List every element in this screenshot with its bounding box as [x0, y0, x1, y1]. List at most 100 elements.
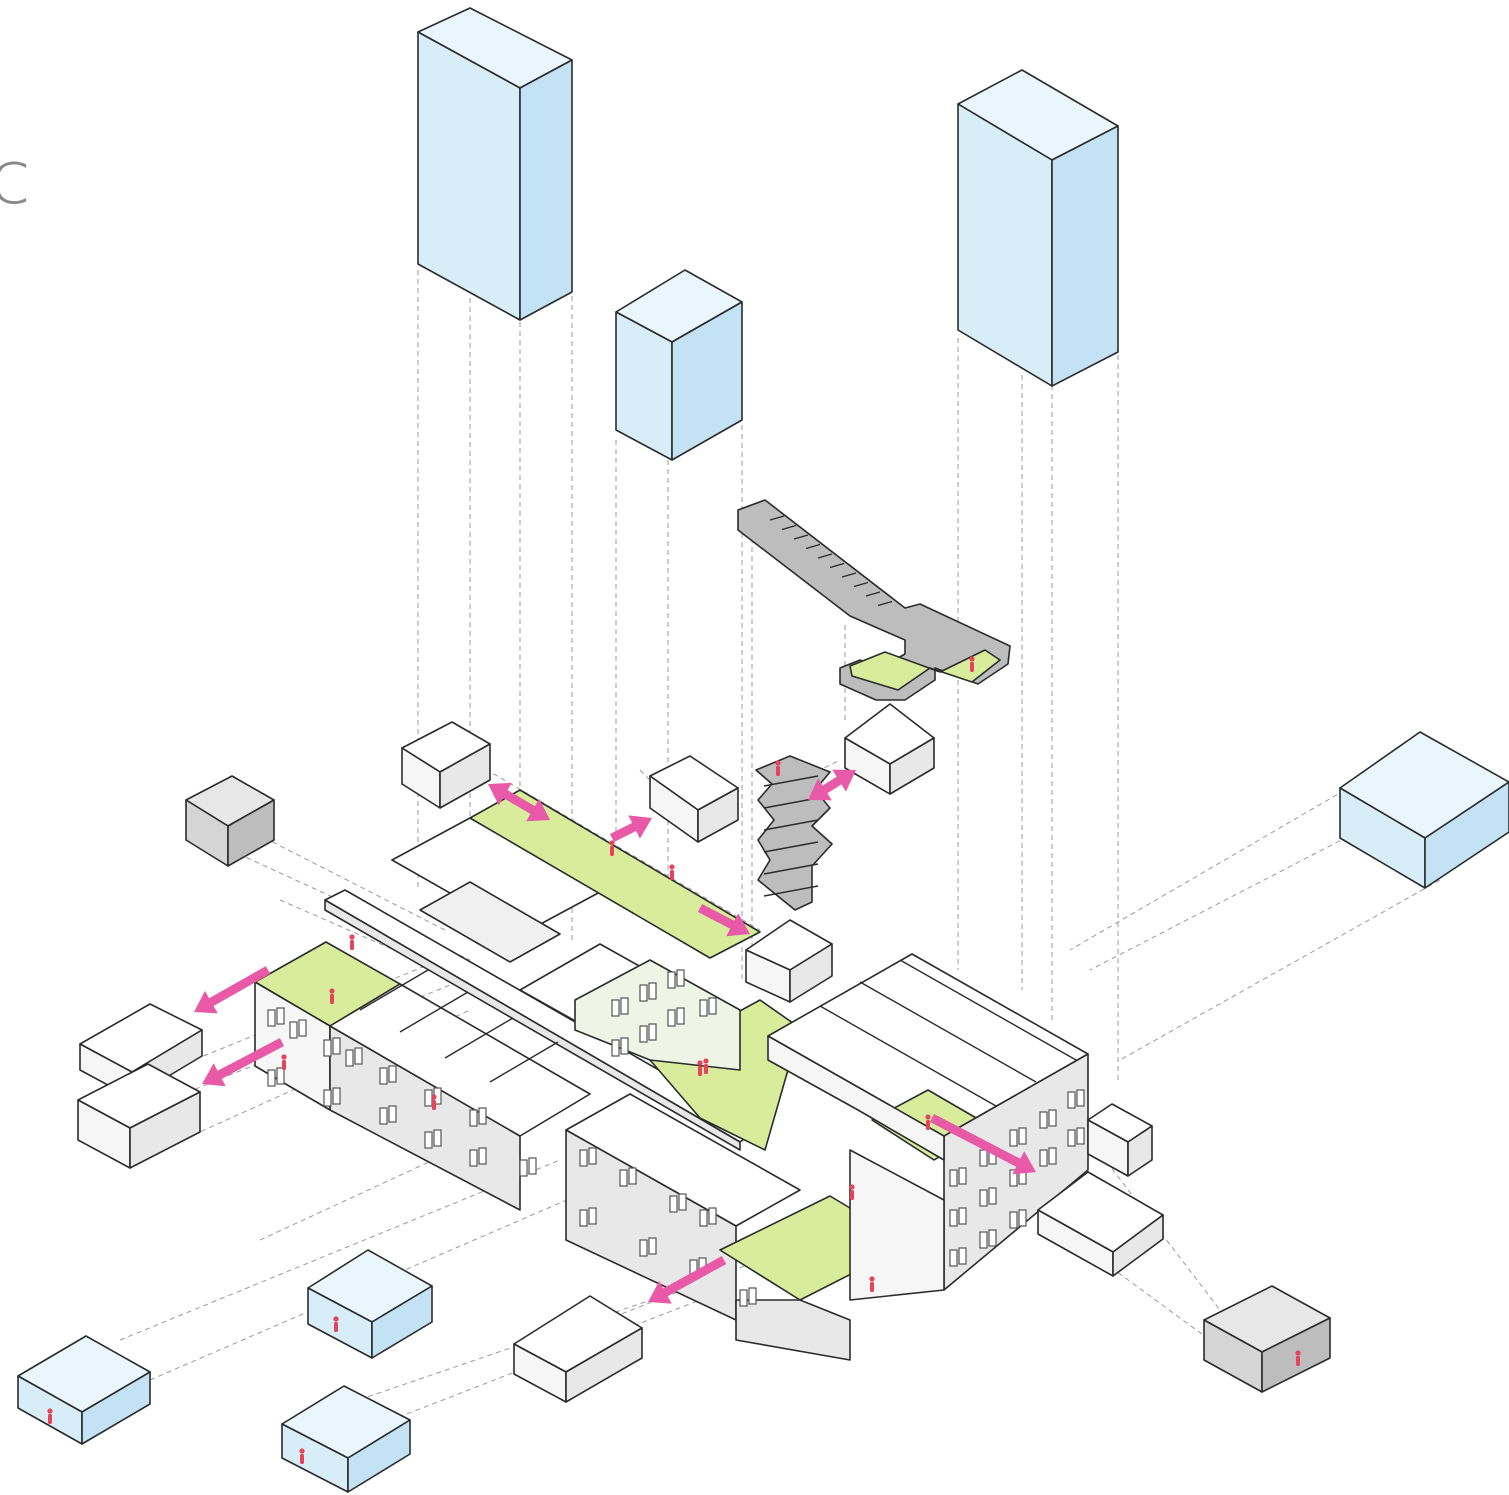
window-pane	[520, 1160, 527, 1176]
window-pane	[324, 1090, 331, 1106]
person-head	[1295, 1350, 1300, 1355]
window-pane	[1040, 1112, 1047, 1128]
window-pane	[1049, 1110, 1056, 1126]
person-head	[925, 1114, 930, 1119]
person-head	[299, 1448, 304, 1453]
window-pane	[649, 1024, 656, 1040]
window-pane	[959, 1248, 966, 1264]
window-pane	[1077, 1090, 1084, 1106]
glass-module-south-upper	[308, 1250, 432, 1358]
window-pane	[277, 1008, 284, 1024]
window-pane	[700, 1000, 707, 1016]
person-body	[432, 1100, 436, 1110]
window-pane	[959, 1168, 966, 1184]
person-head	[349, 934, 354, 939]
window-pane	[629, 1168, 636, 1184]
tower-left	[418, 8, 572, 320]
window-pane	[355, 1048, 362, 1064]
module-block-south	[514, 1296, 642, 1402]
person-figure	[669, 864, 674, 880]
window-pane	[640, 1240, 647, 1256]
window-pane	[268, 1070, 275, 1086]
window-pane	[670, 1196, 677, 1212]
window-pane	[980, 1232, 987, 1248]
grey-module-left	[186, 776, 274, 866]
window-pane	[470, 1150, 477, 1166]
person-body	[282, 1060, 286, 1070]
person-head	[281, 1054, 286, 1059]
window-pane	[640, 985, 647, 1001]
ground-projection-line	[1090, 820, 1380, 970]
person-figure	[281, 1054, 286, 1070]
module-block-top-left	[402, 722, 490, 808]
window-pane	[980, 1190, 987, 1206]
window-pane	[333, 1038, 340, 1054]
window-pane	[479, 1108, 486, 1124]
person-head	[431, 1094, 436, 1099]
person-figure	[47, 1408, 52, 1424]
window-pane	[580, 1150, 587, 1166]
person-figure	[609, 840, 614, 856]
module-block-top-middle	[650, 756, 738, 842]
window-pane	[380, 1068, 387, 1084]
person-figure	[329, 988, 334, 1004]
person-head	[697, 1060, 702, 1065]
window-pane	[668, 972, 675, 988]
stair-modules	[738, 500, 1010, 910]
person-head	[775, 760, 780, 765]
tower-right	[958, 70, 1118, 386]
person-body	[350, 940, 354, 950]
window-pane	[324, 1040, 331, 1056]
ground-projection-line	[1070, 790, 1345, 950]
person-figure	[333, 1316, 338, 1332]
window-pane	[668, 1010, 675, 1026]
window-pane	[621, 1038, 628, 1054]
person-figure	[849, 1184, 854, 1200]
person-head	[329, 988, 334, 993]
window-pane	[612, 1040, 619, 1056]
person-body	[48, 1414, 52, 1424]
person-body	[970, 662, 974, 672]
person-body	[776, 766, 780, 776]
window-pane	[1068, 1092, 1075, 1108]
person-body	[704, 1064, 708, 1074]
person-body	[330, 994, 334, 1004]
window-pane	[346, 1050, 353, 1066]
window-pane	[950, 1210, 957, 1226]
person-head	[333, 1316, 338, 1321]
module-block-upper-right	[845, 704, 934, 794]
window-pane	[333, 1088, 340, 1104]
window-pane	[649, 983, 656, 999]
person-figure	[869, 1276, 874, 1292]
person-body	[610, 846, 614, 856]
east-wing-lower-left-face	[850, 1150, 944, 1300]
person-figure	[775, 760, 780, 776]
person-figure	[969, 656, 974, 672]
window-pane	[425, 1132, 432, 1148]
window-pane	[749, 1288, 756, 1304]
ground-projection-line	[1120, 880, 1440, 1060]
window-pane	[677, 1008, 684, 1024]
window-pane	[529, 1158, 536, 1174]
person-body	[698, 1066, 702, 1076]
window-pane	[1019, 1210, 1026, 1226]
window-pane	[479, 1148, 486, 1164]
window-pane	[709, 1208, 716, 1224]
window-pane	[700, 1210, 707, 1226]
south-terrace-base	[736, 1300, 850, 1360]
window-pane	[1049, 1148, 1056, 1164]
window-pane	[950, 1170, 957, 1186]
glass-module-south-lower	[282, 1386, 410, 1492]
person-body	[850, 1190, 854, 1200]
window-pane	[621, 998, 628, 1014]
window-pane	[277, 1068, 284, 1084]
person-head	[47, 1408, 52, 1413]
person-figure	[431, 1094, 436, 1110]
person-head	[969, 656, 974, 661]
window-pane	[1010, 1212, 1017, 1228]
person-body	[926, 1120, 930, 1130]
person-body	[870, 1282, 874, 1292]
window-pane	[470, 1110, 477, 1126]
tower-volumes	[418, 8, 1509, 888]
